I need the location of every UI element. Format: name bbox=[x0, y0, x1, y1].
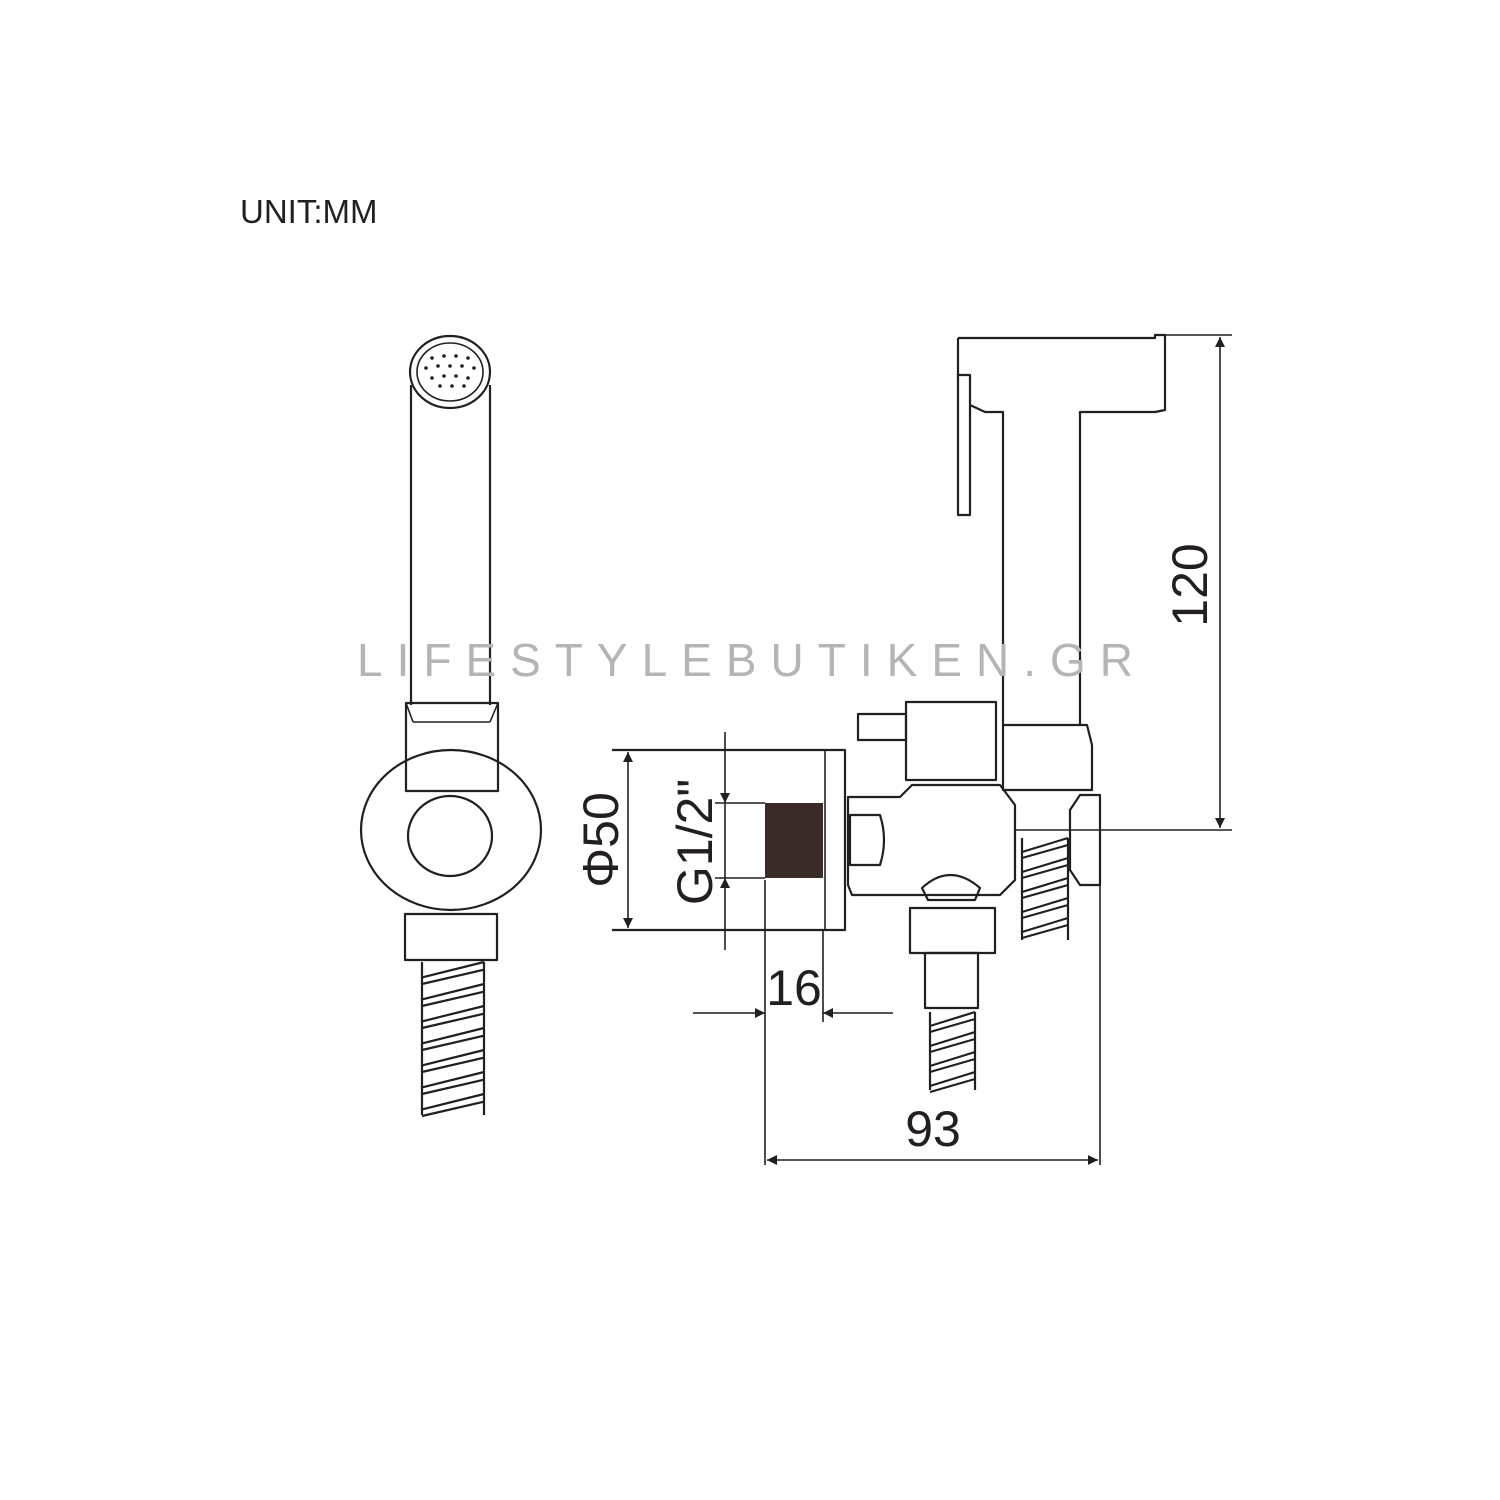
thread-hatch bbox=[765, 803, 823, 878]
spray-hole bbox=[430, 376, 434, 380]
dim-depth-label: 93 bbox=[905, 1101, 961, 1157]
spray-hole bbox=[442, 354, 446, 358]
spray-hole bbox=[466, 376, 470, 380]
dim-flange-label: Φ50 bbox=[573, 792, 629, 888]
spray-hole bbox=[424, 366, 428, 370]
spray-hole bbox=[450, 384, 454, 388]
dimension-16: 16 bbox=[693, 880, 893, 1165]
hose-coils bbox=[928, 1010, 977, 1094]
valve-body bbox=[846, 700, 1102, 1010]
spray-hole bbox=[442, 374, 446, 378]
hose-front bbox=[420, 960, 486, 1118]
dimension-93: 93 bbox=[767, 885, 1101, 1165]
dimension-thread: G1/2" bbox=[667, 732, 730, 950]
spray-hole bbox=[460, 364, 464, 368]
dim-height-label: 120 bbox=[1162, 543, 1218, 626]
dim-thread-label: G1/2" bbox=[667, 779, 723, 905]
spray-hole bbox=[454, 374, 458, 378]
wall-flange bbox=[612, 748, 847, 932]
spray-hole bbox=[448, 364, 452, 368]
dimension-phi50: Φ50 bbox=[573, 752, 633, 928]
front-view bbox=[359, 334, 543, 1118]
spray-hole bbox=[430, 356, 434, 360]
spray-hole bbox=[454, 354, 458, 358]
spray-hole bbox=[436, 364, 440, 368]
spray-head-side bbox=[956, 333, 1167, 792]
watermark: LIFESTYLEBUTIKEN.GR bbox=[357, 634, 1147, 686]
hose-coils bbox=[1020, 836, 1070, 940]
spray-hole bbox=[462, 384, 466, 388]
dimension-120: 120 bbox=[1015, 334, 1232, 831]
dim-thread-length-label: 16 bbox=[766, 960, 822, 1016]
spray-holes bbox=[424, 354, 476, 388]
unit-label: UNIT:MM bbox=[240, 193, 377, 230]
side-view bbox=[612, 333, 1167, 1094]
spray-head bbox=[408, 334, 492, 705]
hose-side bbox=[928, 836, 1070, 1094]
spray-hole bbox=[472, 366, 476, 370]
hose-coils bbox=[420, 960, 486, 1118]
wall-holder bbox=[359, 701, 543, 962]
spray-hole bbox=[438, 384, 442, 388]
spray-hole bbox=[466, 356, 470, 360]
